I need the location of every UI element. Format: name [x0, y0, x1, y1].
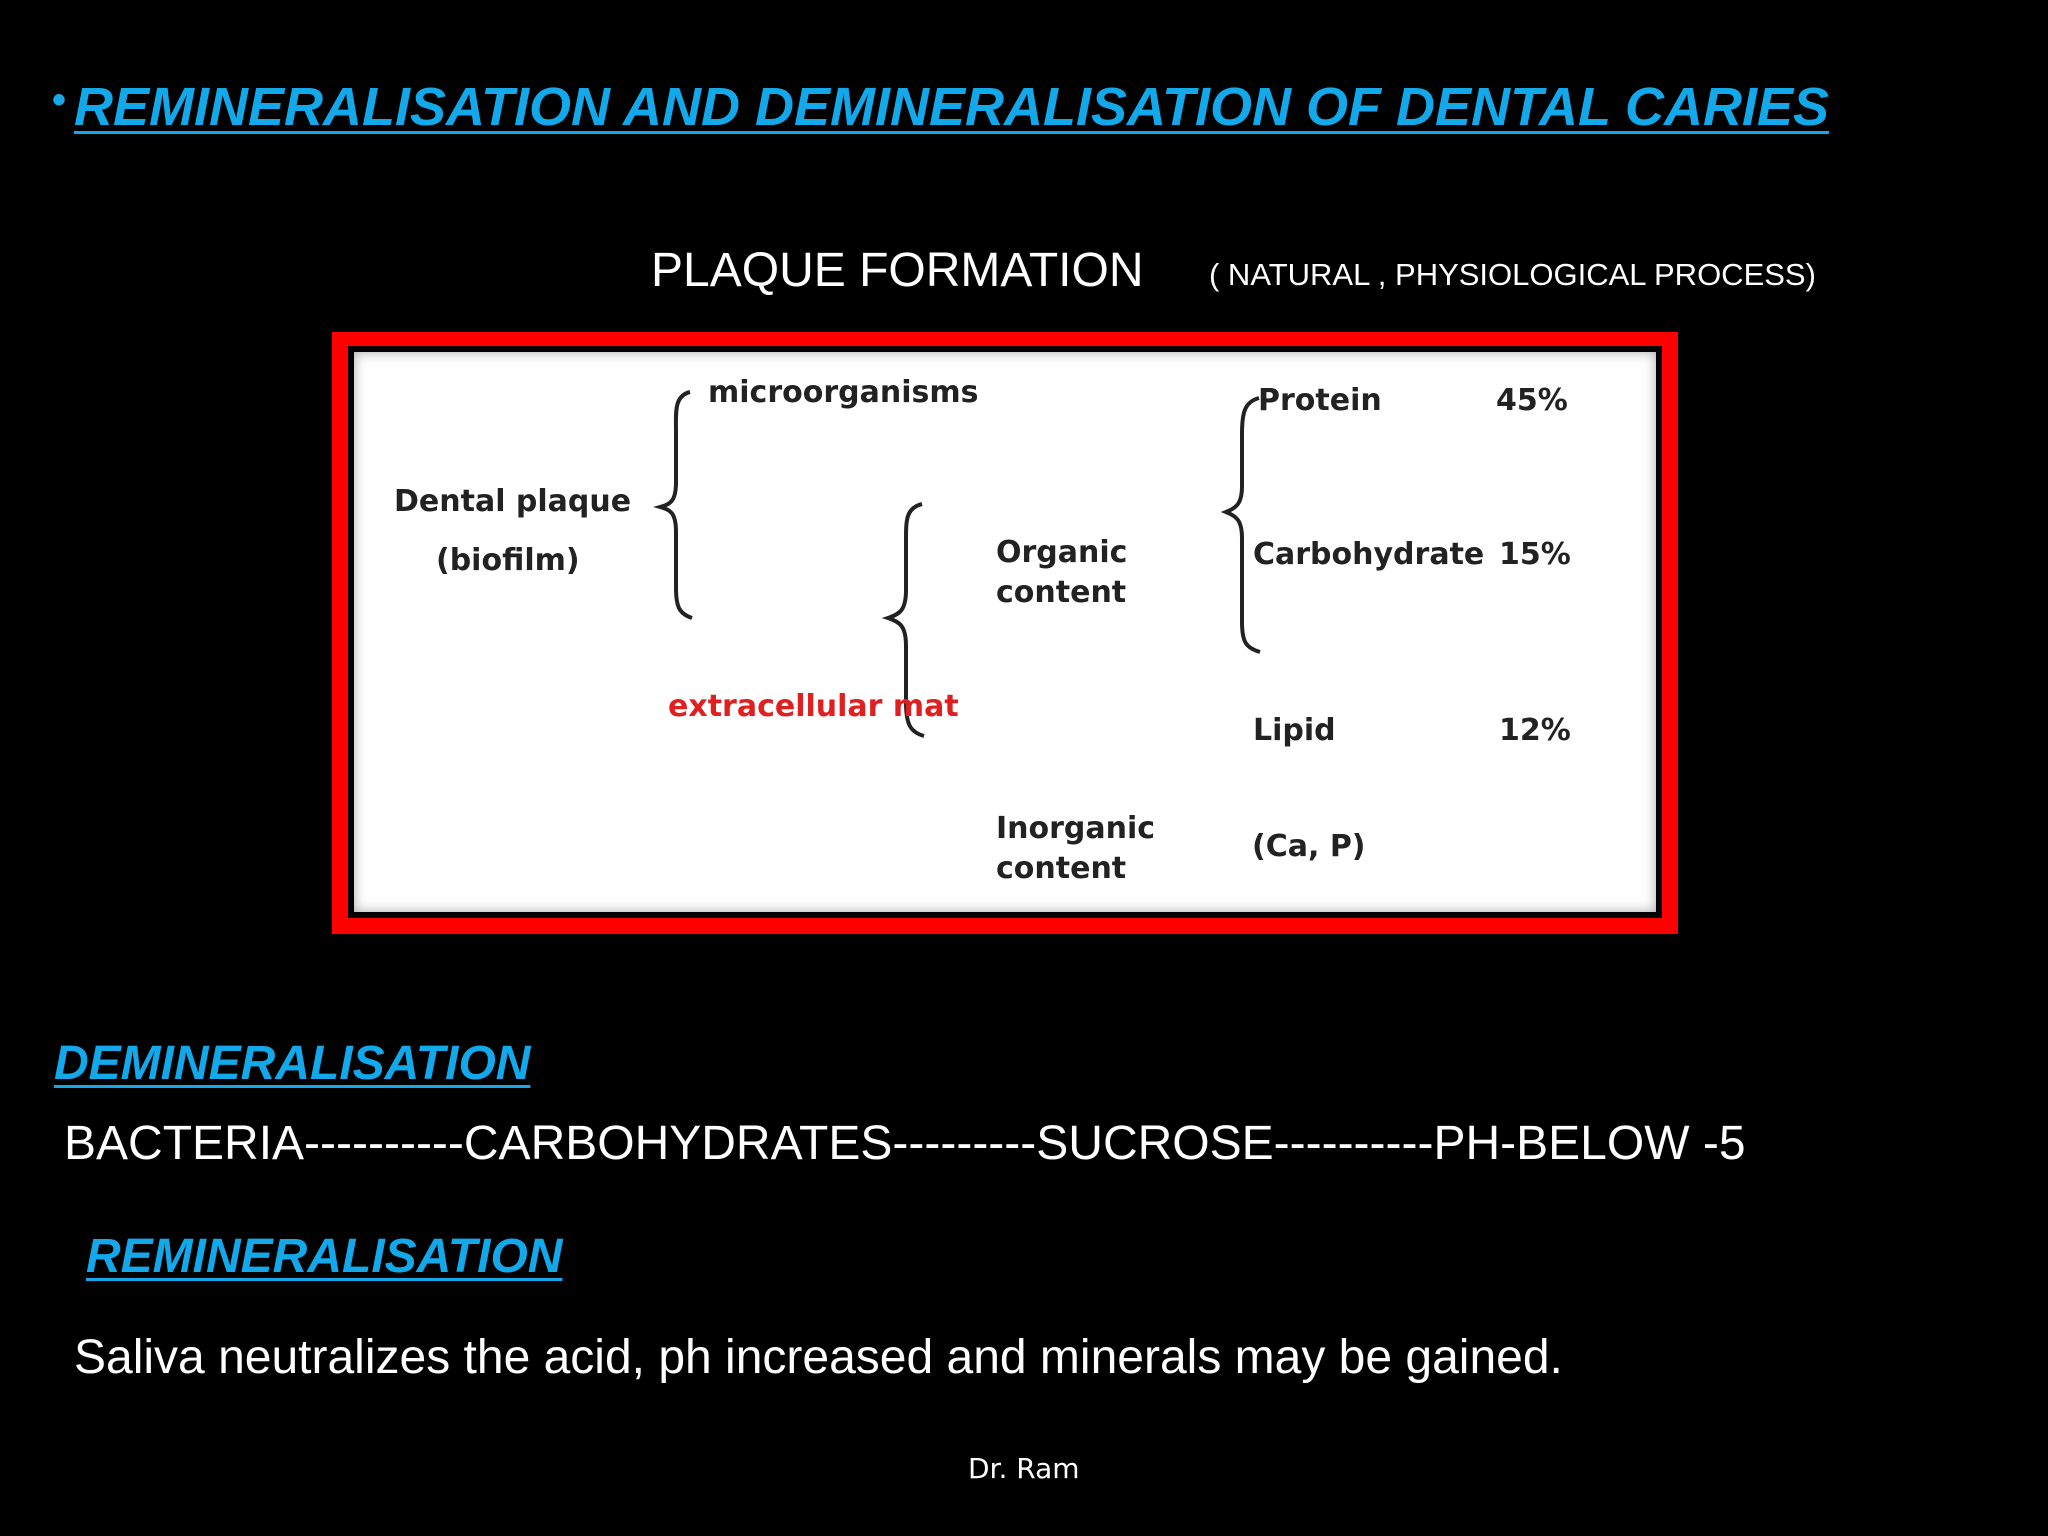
remineralisation-heading: REMINERALISATION — [86, 1230, 563, 1283]
brace-main — [653, 390, 693, 620]
brace-organic — [1220, 396, 1261, 654]
plaque-diagram: Dental plaque (biofilm) microorganisms e… — [332, 332, 1678, 934]
component-name-carbohydrate: Carbohydrate — [1253, 537, 1485, 572]
component-name-lipid: Lipid — [1253, 713, 1336, 748]
diagram-braces — [653, 390, 1261, 738]
organic-label-line1: Organic — [996, 535, 1128, 570]
title-bullet: • — [52, 78, 67, 122]
remineralisation-text: Saliva neutralizes the acid, ph increase… — [74, 1331, 1563, 1384]
component-percent-protein: 45% — [1496, 383, 1568, 418]
inorganic-label-line2: content — [996, 851, 1127, 886]
demineralisation-heading: DEMINERALISATION — [54, 1037, 531, 1090]
component-percent-carbohydrate: 15% — [1499, 537, 1571, 572]
component-name-protein: Protein — [1258, 383, 1382, 418]
demineralisation-text: BACTERIA----------CARBOHYDRATES---------… — [64, 1117, 1746, 1170]
microorganisms-label: microorganisms — [708, 375, 979, 410]
footer-author: Dr. Ram — [968, 1452, 1080, 1485]
inorganic-label-line1: Inorganic — [996, 811, 1156, 846]
organic-label-line2: content — [996, 575, 1127, 610]
dental-plaque-label: Dental plaque — [394, 484, 632, 519]
slide-title: REMINERALISATION AND DEMINERALISATION OF… — [74, 77, 1829, 137]
diagram-border: Dental plaque (biofilm) microorganisms e… — [348, 346, 1662, 918]
extracellular-matrix-label: extracellular mat — [668, 689, 959, 724]
diagram-canvas: Dental plaque (biofilm) microorganisms e… — [354, 352, 1656, 912]
brace-matrix — [881, 502, 925, 738]
component-percent-lipid: 12% — [1499, 713, 1571, 748]
plaque-formation-subheading: ( NATURAL , PHYSIOLOGICAL PROCESS) — [1209, 257, 1816, 292]
inorganic-value: (Ca, P) — [1252, 829, 1366, 864]
biofilm-label: (biofilm) — [436, 543, 580, 578]
plaque-formation-heading: PLAQUE FORMATION — [651, 244, 1144, 297]
